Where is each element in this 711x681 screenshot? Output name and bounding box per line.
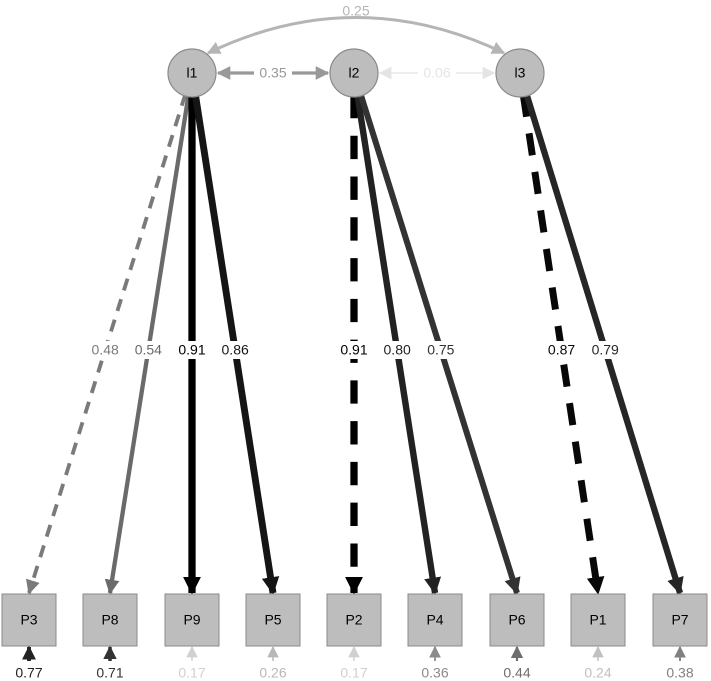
loading-label-l1-P3: 0.48 xyxy=(92,342,119,358)
observed-node-P3 xyxy=(1,593,57,647)
covariance-label-bg xyxy=(418,64,456,82)
observed-label-P4: P4 xyxy=(426,612,443,628)
latent-node-l3 xyxy=(495,48,545,98)
loading-label-l3-P1: 0.87 xyxy=(548,342,575,358)
loading-label-bg xyxy=(589,341,622,359)
residual-label-P9: 0.17 xyxy=(178,665,205,681)
latent-label-l2: l2 xyxy=(349,65,360,81)
observed-node-P7 xyxy=(652,593,708,647)
residual-label-P7: 0.38 xyxy=(666,665,693,681)
loading-label-bg xyxy=(132,341,165,359)
observed-label-P6: P6 xyxy=(508,612,525,628)
observed-label-P7: P7 xyxy=(671,612,688,628)
label-layer: 0.35 0.06 0.25 0.48 0.54 0.91 0.86 0.91 0.80 0.75… xyxy=(89,3,622,359)
loading-label-l2-P4: 0.80 xyxy=(384,342,411,358)
loading-label-l3-P7: 0.79 xyxy=(592,342,619,358)
loading-label-bg xyxy=(338,341,370,359)
latent-node-l1 xyxy=(167,48,217,98)
residual-label-P2: 0.17 xyxy=(340,665,367,681)
observed-node-P8 xyxy=(82,593,138,647)
observed-node-P1 xyxy=(570,593,626,647)
residual-label-P6: 0.44 xyxy=(503,665,530,681)
covariance-arc-l1-l3 xyxy=(206,16,506,55)
loading-label-l2-P6: 0.75 xyxy=(427,342,454,358)
loading-label-bg xyxy=(381,341,414,359)
loading-label-bg xyxy=(89,341,122,359)
covariance-label-l1-l2: 0.35 xyxy=(259,65,286,81)
observed-node-P6 xyxy=(489,593,545,647)
loading-label-bg xyxy=(219,341,252,359)
residual-label-P1: 0.24 xyxy=(584,665,611,681)
observed-node-P5 xyxy=(245,593,301,647)
residual-label-P8: 0.71 xyxy=(96,665,123,681)
covariance-label-l2-l3: 0.06 xyxy=(423,65,450,81)
observed-node-P4 xyxy=(407,593,463,647)
residual-label-P5: 0.26 xyxy=(259,665,286,681)
covariance-label-l1-l3: 0.25 xyxy=(342,3,369,19)
residual-layer: 0.77 0.71 0.17 0.26 0.17 0.36 0.44 0.24 0.38 xyxy=(15,645,694,681)
latent-label-l3: l3 xyxy=(515,65,526,81)
loading-label-bg xyxy=(176,341,208,359)
latent-node-l2 xyxy=(329,48,379,98)
observed-label-P3: P3 xyxy=(20,612,37,628)
loading-label-l1-P8: 0.54 xyxy=(135,342,162,358)
residual-label-P4: 0.36 xyxy=(421,665,448,681)
loading-label-l2-P2: 0.91 xyxy=(340,342,367,358)
loading-label-l1-P9: 0.91 xyxy=(178,342,205,358)
loading-label-l1-P5: 0.86 xyxy=(222,342,249,358)
observed-label-P1: P1 xyxy=(589,612,606,628)
observed-label-P9: P9 xyxy=(183,612,200,628)
observed-label-P5: P5 xyxy=(264,612,281,628)
loading-label-bg xyxy=(424,341,457,359)
residual-label-P3: 0.77 xyxy=(15,665,42,681)
covariance-label-bg xyxy=(254,64,292,82)
observed-label-P8: P8 xyxy=(101,612,118,628)
loading-label-bg xyxy=(545,341,578,359)
observed-label-P2: P2 xyxy=(345,612,362,628)
latent-label-l1: l1 xyxy=(187,65,198,81)
observed-node-P2 xyxy=(326,593,382,647)
